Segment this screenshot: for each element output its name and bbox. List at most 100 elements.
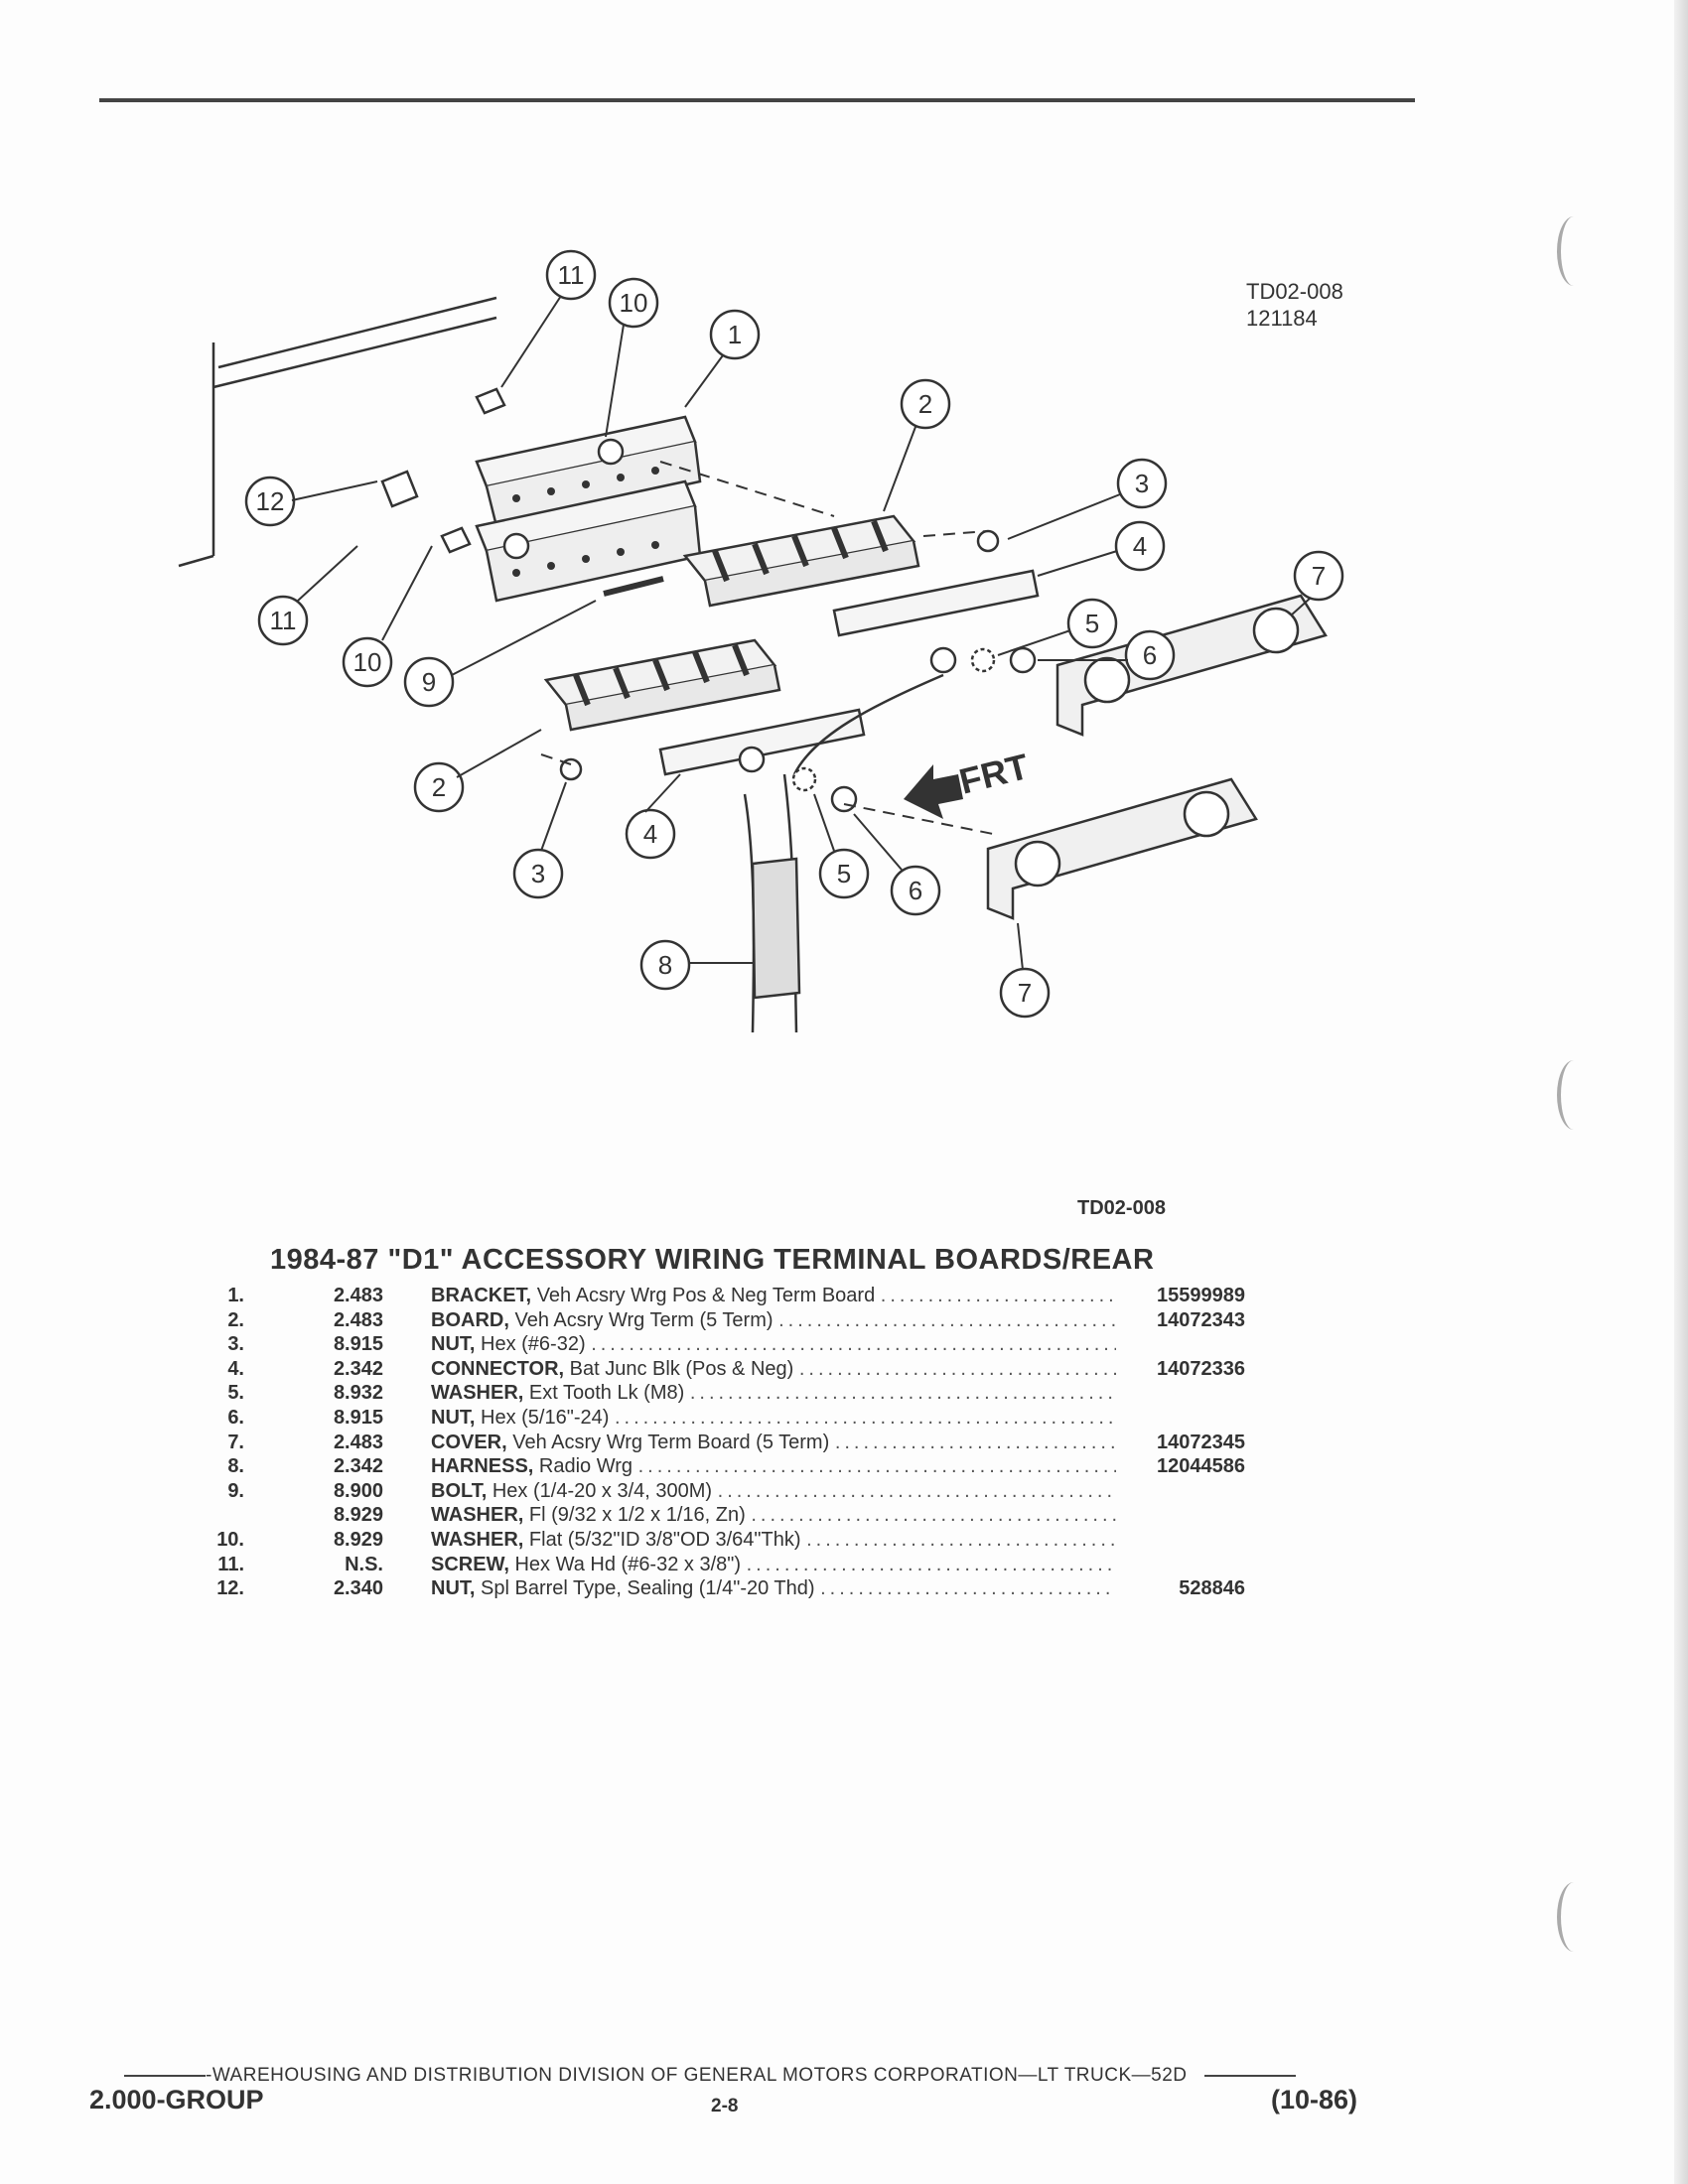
part-description: CONNECTOR, Bat Junc Blk (Pos & Neg) ....… bbox=[431, 1357, 1116, 1382]
part-number bbox=[1116, 1381, 1245, 1406]
harness-wire bbox=[792, 673, 944, 775]
barrel-nut-icon bbox=[380, 470, 419, 508]
svg-text:7: 7 bbox=[1312, 561, 1326, 591]
part-number: 14072343 bbox=[1157, 1308, 1245, 1331]
nut-icon bbox=[976, 529, 1000, 553]
leader-dots: ........................................… bbox=[591, 1333, 1116, 1356]
leader-dots: ........................................… bbox=[689, 1382, 1116, 1405]
part-number: 14072345 bbox=[1157, 1431, 1245, 1453]
svg-text:10: 10 bbox=[353, 647, 382, 677]
nut-icon bbox=[1009, 646, 1037, 674]
item-number: 4. bbox=[227, 1357, 244, 1380]
binder-hole bbox=[1557, 216, 1591, 286]
part-name: BOLT, bbox=[431, 1479, 488, 1502]
binder-hole bbox=[1557, 1882, 1591, 1952]
group-number: 8.929 bbox=[333, 1504, 383, 1527]
part-number: 14072336 bbox=[1157, 1357, 1245, 1380]
part-description: NUT, Hex (5/16"-24) ....................… bbox=[431, 1406, 1116, 1431]
part-description: WASHER, Fl (9/32 x 1/2 x 1/16, Zn) .....… bbox=[431, 1503, 1116, 1528]
part-name: BOARD, bbox=[431, 1308, 509, 1331]
item-number: 7. bbox=[227, 1431, 244, 1453]
callout-3: 3 bbox=[512, 848, 564, 899]
callout-4: 4 bbox=[625, 808, 676, 860]
cover-knob bbox=[1183, 790, 1230, 838]
body-panel bbox=[178, 296, 497, 568]
svg-text:6: 6 bbox=[1143, 640, 1157, 670]
front-label: FRT bbox=[955, 746, 1033, 802]
binder-hole bbox=[1557, 1060, 1591, 1130]
part-name: WASHER, bbox=[431, 1382, 524, 1405]
part-detail: Radio Wrg bbox=[538, 1455, 633, 1478]
group-number: 8.929 bbox=[333, 1528, 383, 1551]
part-description: HARNESS, Radio Wrg .....................… bbox=[431, 1454, 1116, 1479]
leader-dots: ........................................… bbox=[614, 1406, 1116, 1429]
nut-icon bbox=[830, 785, 858, 813]
callout-6: 6 bbox=[890, 865, 941, 916]
group-number: 2.483 bbox=[333, 1285, 383, 1306]
leader-dots: ........................................… bbox=[880, 1285, 1116, 1306]
ref-code: TD02-008 bbox=[1246, 279, 1343, 304]
part-number: 15599989 bbox=[1157, 1285, 1245, 1306]
callout-5: 5 bbox=[818, 848, 870, 899]
leader-dots: ........................................… bbox=[637, 1455, 1116, 1478]
part-name: NUT, bbox=[431, 1333, 476, 1356]
junction-block bbox=[658, 708, 866, 776]
front-arrow-icon bbox=[904, 764, 963, 819]
svg-text:1: 1 bbox=[728, 320, 742, 349]
svg-text:5: 5 bbox=[1085, 609, 1099, 638]
leader-dots: ........................................… bbox=[746, 1553, 1116, 1575]
part-number: 528846 bbox=[1179, 1577, 1245, 1600]
callout-4: 4 bbox=[1114, 520, 1166, 572]
svg-text:2: 2 bbox=[432, 772, 446, 802]
footer-group: 2.000-GROUP bbox=[89, 2085, 264, 2115]
svg-text:4: 4 bbox=[1133, 531, 1147, 561]
callout-9: 9 bbox=[403, 656, 455, 708]
part-description: BOLT, Hex (1/4-20 x 3/4, 300M) .........… bbox=[431, 1479, 1116, 1504]
ref-date: 121184 bbox=[1246, 306, 1318, 331]
part-name: HARNESS, bbox=[431, 1455, 534, 1478]
svg-text:3: 3 bbox=[1135, 469, 1149, 498]
part-detail: Spl Barrel Type, Sealing (1/4"-20 Thd) bbox=[481, 1577, 815, 1600]
svg-text:8: 8 bbox=[658, 950, 672, 980]
part-detail: Veh Acsry Wrg Term (5 Term) bbox=[514, 1308, 774, 1331]
nut-icon bbox=[559, 757, 583, 781]
callout-1: 1 bbox=[709, 309, 761, 360]
svg-text:6: 6 bbox=[909, 876, 922, 905]
assembly-line bbox=[540, 461, 994, 835]
footer-division: -WAREHOUSING AND DISTRIBUTION DIVISION O… bbox=[124, 2065, 1365, 2087]
parts-row: 8.929 WASHER, Fl (9/32 x 1/2 x 1/16, Zn) … bbox=[199, 1503, 1251, 1528]
callout-12: 12 bbox=[244, 476, 296, 527]
svg-text:2: 2 bbox=[918, 389, 932, 419]
parts-row: 11.N.S.SCREW, Hex Wa Hd (#6-32 x 3/8") .… bbox=[199, 1553, 1251, 1577]
part-detail: Fl (9/32 x 1/2 x 1/16, Zn) bbox=[528, 1504, 746, 1527]
part-number: 12044586 bbox=[1157, 1455, 1245, 1478]
junction-block bbox=[832, 569, 1040, 637]
revision-date: (10-86) bbox=[1271, 2085, 1358, 2115]
item-number: 12. bbox=[216, 1577, 244, 1600]
group-number: 8.900 bbox=[333, 1479, 383, 1502]
callout-6: 6 bbox=[1124, 629, 1176, 681]
item-number: 2. bbox=[227, 1308, 244, 1331]
svg-text:10: 10 bbox=[620, 288, 648, 318]
lock-washer-icon bbox=[791, 766, 817, 792]
part-description: WASHER, Ext Tooth Lk (M8) ..............… bbox=[431, 1381, 1116, 1406]
leader-dots: ........................................… bbox=[717, 1479, 1116, 1502]
part-detail: Ext Tooth Lk (M8) bbox=[528, 1382, 685, 1405]
group-number: 8.915 bbox=[333, 1333, 383, 1356]
callout-2: 2 bbox=[900, 378, 951, 430]
item-number: 1. bbox=[227, 1285, 244, 1306]
group-number: 2.483 bbox=[333, 1308, 383, 1331]
part-name: WASHER, bbox=[431, 1504, 524, 1527]
part-detail: Hex (#6-32) bbox=[481, 1333, 586, 1356]
screw-icon bbox=[475, 387, 506, 415]
callout-10: 10 bbox=[342, 636, 393, 688]
part-name: WASHER, bbox=[431, 1528, 524, 1551]
